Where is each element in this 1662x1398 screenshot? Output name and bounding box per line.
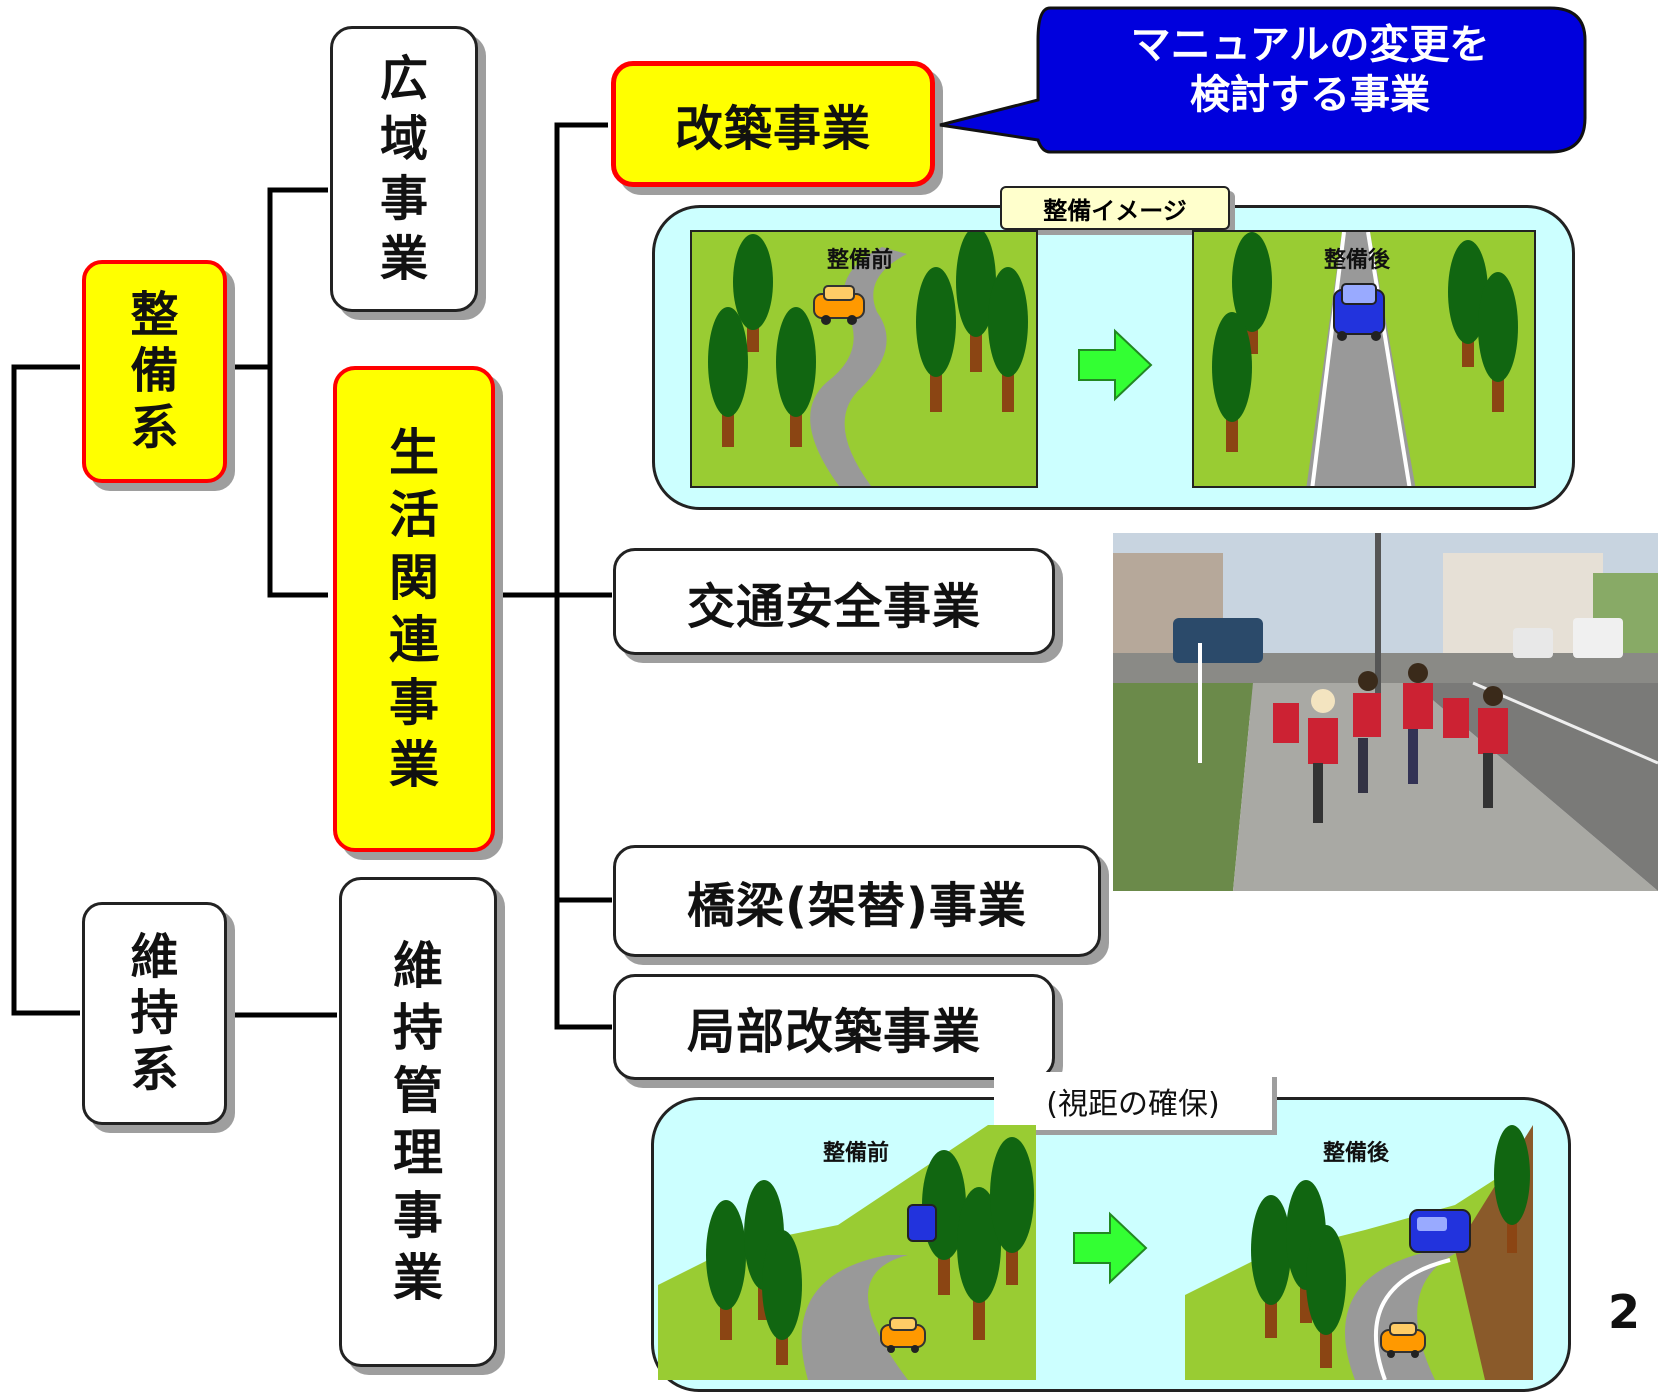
mid-node-iji-kanri-text: 維持管理事業 (393, 936, 443, 1308)
leaf-node-kaichiku-text: 改築事業 (674, 101, 871, 157)
arrow-right-icon (1078, 328, 1153, 402)
mid-node-seikatsu-label: 生活関連事業 (389, 422, 439, 797)
mid-node-seikatsu: 生活関連事業 (333, 366, 495, 852)
root-node-iji: 維持系 (82, 902, 227, 1125)
car-orange-icon (880, 1317, 926, 1353)
tree-group (708, 232, 1028, 447)
scene2-after-label: 整備後 (1323, 1141, 1390, 1166)
leaf-node-kotsu-anzen-text: 交通安全事業 (686, 578, 981, 635)
scene-before-winding-road-art (692, 232, 1036, 486)
car-blue-icon (907, 1204, 937, 1242)
scene2-before-label: 整備前 (823, 1141, 890, 1166)
leaf-node-kyoryo-text: 橋梁(架替)事業 (687, 878, 1027, 934)
car-orange-icon (1380, 1322, 1426, 1358)
image-tag-seibi: 整備イメージ (1000, 186, 1230, 230)
scene-after-straight-road: 整備後 (1192, 230, 1536, 488)
photo-schoolchildren-walking (1113, 533, 1658, 891)
leaf-node-kyoryo: 橋梁(架替)事業 (613, 845, 1101, 957)
leaf-node-kyokubu-text: 局部改築事業 (686, 1004, 981, 1060)
scene-before-winding-road: 整備前 (690, 230, 1038, 488)
tree-group (1251, 1125, 1530, 1368)
children-figures (1273, 663, 1508, 823)
scene-before-label: 整備前 (827, 248, 894, 273)
tree-group (706, 1137, 1034, 1365)
mid-node-koiki-label: 広域事業 (380, 49, 428, 289)
image-tag-shikyo-text: (視距の確保) (1046, 1087, 1220, 1122)
root-node-seibi: 整備系 (82, 260, 227, 483)
car-blue-icon (1409, 1209, 1471, 1253)
scene-after-label: 整備後 (1324, 248, 1391, 273)
root-node-iji-text: 維持系 (130, 928, 179, 1098)
tree-group (1212, 232, 1518, 452)
scene-after-cleared-curve-art (1185, 1125, 1533, 1380)
scene-before-blind-curve: 整備前 (658, 1125, 1036, 1380)
photo-schoolchildren-walking-art (1113, 533, 1658, 891)
leaf-node-kyokubu: 局部改築事業 (613, 974, 1055, 1080)
car-blue-icon (1333, 283, 1385, 341)
root-node-seibi-label: 整備系 (130, 287, 178, 457)
scene-after-cleared-curve: 整備後 (1185, 1125, 1533, 1380)
image-tag-seibi-text: 整備イメージ (1043, 196, 1187, 225)
scene-before-blind-curve-art (658, 1125, 1036, 1380)
root-node-seibi-text: 整備系 (130, 286, 179, 456)
mid-node-iji-kanri: 維持管理事業 (339, 877, 497, 1367)
car-orange-icon (813, 285, 865, 325)
image-tag-shikyo: (視距の確保) (994, 1072, 1272, 1130)
callout-line-2: 検討する事業 (1190, 72, 1430, 118)
leaf-node-kaichiku: 改築事業 (611, 61, 935, 187)
mid-node-koiki-text: 広域事業 (379, 51, 428, 287)
scene-after-straight-road-art (1194, 232, 1534, 486)
page-number: 2 (1608, 1285, 1641, 1339)
mid-node-seikatsu-text: 生活関連事業 (389, 423, 439, 795)
callout-bubble (939, 6, 1587, 154)
leaf-node-kotsu-anzen: 交通安全事業 (613, 548, 1055, 655)
mid-node-koiki: 広域事業 (330, 26, 478, 312)
root-node-iji-label: 維持系 (130, 929, 178, 1099)
callout-text: マニュアルの変更を 検討する事業 (1040, 20, 1580, 120)
mid-node-iji-kanri-label: 維持管理事業 (393, 935, 443, 1310)
callout-line-1: マニュアルの変更を (1130, 22, 1490, 68)
arrow-right-icon (1073, 1211, 1148, 1285)
